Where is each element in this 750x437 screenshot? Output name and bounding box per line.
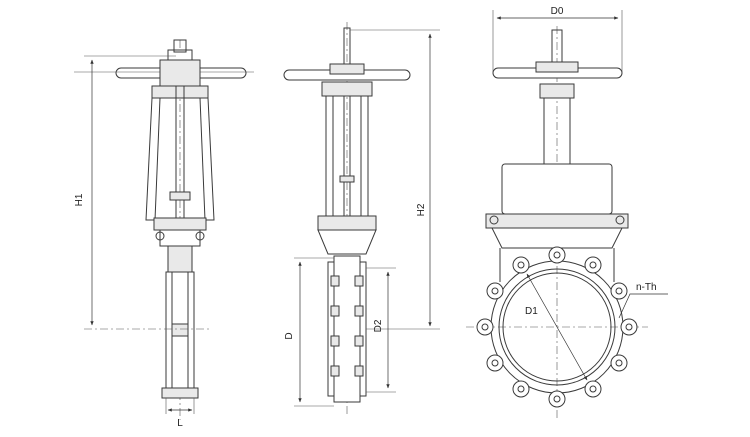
end-bolt-lugs (476, 246, 638, 408)
d1-label: D1 (525, 306, 538, 317)
front-flange-bolts (330, 275, 364, 377)
side-bonnet-flange (153, 217, 207, 231)
side-yoke-inner-right (199, 97, 206, 221)
side-yoke-inner-left (154, 97, 161, 221)
front-bonnet-body (317, 229, 377, 255)
side-stem-top (173, 39, 187, 53)
end-bore (502, 272, 612, 382)
end-bolt-right (615, 215, 625, 225)
end-bolt-left (489, 215, 499, 225)
end-bonnet-body (491, 227, 623, 249)
front-yoke-top (321, 81, 373, 97)
end-yoke-top (539, 83, 575, 99)
h2-label: H2 (416, 203, 427, 216)
end-bolt-holes (481, 251, 633, 403)
d-label: D (284, 332, 295, 339)
d0-label: D0 (551, 6, 564, 17)
front-stem-clamp (339, 175, 355, 183)
side-bonnet-body (159, 229, 201, 247)
front-view: H2 D D2 (283, 22, 440, 415)
side-base-flange (161, 387, 199, 399)
end-actuator-housing (501, 163, 613, 215)
nth-leader-line (618, 293, 668, 319)
side-stem-nut (159, 59, 201, 87)
side-yoke-top (151, 85, 209, 99)
side-bolt-right (195, 231, 205, 241)
end-bore-ring (498, 268, 616, 386)
side-gate (171, 323, 189, 337)
side-packing (167, 245, 193, 273)
l-label: L (177, 418, 183, 429)
front-bonnet-flange (317, 215, 377, 231)
d1-dimension-line (526, 273, 588, 381)
end-bonnet-flange (485, 213, 629, 229)
front-flange-left (327, 261, 335, 397)
end-handwheel-hub (535, 61, 579, 73)
d2-label: D2 (373, 319, 384, 332)
nth-label: n-Th (636, 282, 657, 293)
side-bolt-left (155, 231, 165, 241)
h1-label: H1 (74, 193, 85, 206)
side-stem-clamp (169, 191, 191, 201)
front-handwheel-hub (329, 63, 365, 75)
end-body-neck (499, 248, 615, 282)
side-view: H1 L (74, 39, 254, 429)
end-view: D0 (466, 6, 668, 420)
side-stem-cap (167, 49, 193, 61)
